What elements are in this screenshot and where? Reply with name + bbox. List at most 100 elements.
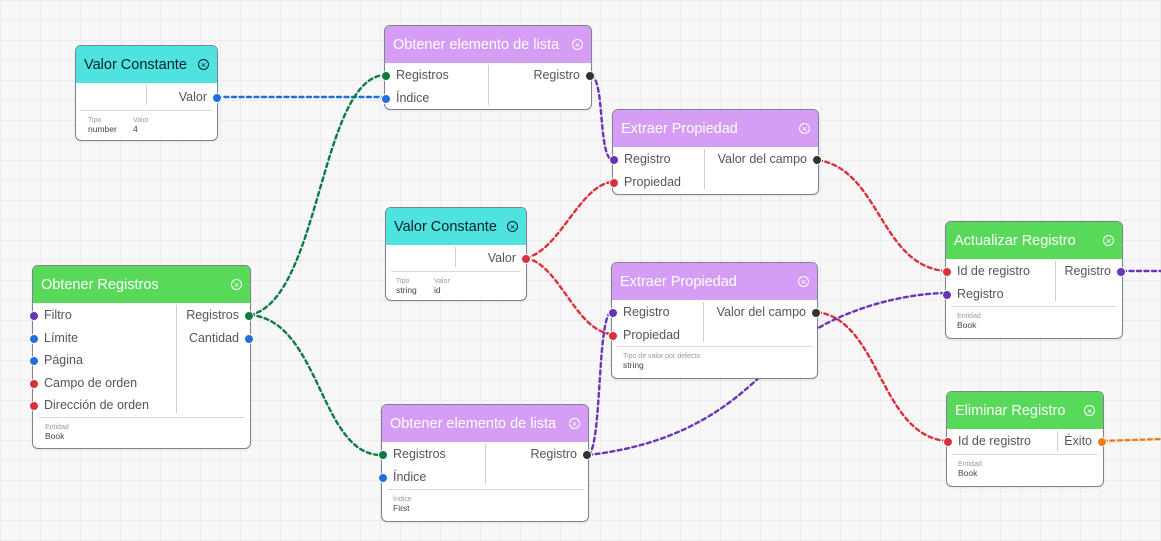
extract-property-node-2[interactable]: Extraer Propiedad × Registro Propiedad V… (608, 262, 821, 379)
meta-value: Book (957, 320, 977, 330)
port-label: Registro (623, 305, 670, 319)
port-label: Página (44, 353, 83, 367)
port-label: Campo de orden (44, 375, 138, 390)
input-port-registro[interactable]: Registro (942, 283, 1030, 306)
port-dot[interactable] (29, 356, 39, 366)
output-port-registro[interactable]: Registro (1051, 260, 1126, 283)
output-port-exito[interactable]: Éxito (1052, 430, 1107, 453)
get-records-node[interactable]: Obtener Registros × Filtro Límite Página… (29, 265, 254, 449)
input-port-limite[interactable]: Límite (29, 327, 149, 350)
node-title: Actualizar Registro (954, 232, 1076, 249)
output-port-registro[interactable]: Registro (500, 64, 595, 87)
port-dot[interactable] (29, 401, 39, 411)
port-dot[interactable] (29, 333, 39, 344)
port-dot[interactable] (29, 378, 39, 389)
output-port-valor[interactable]: Valor (141, 86, 222, 109)
wire-extract2-valor-to-delete-id[interactable] (815, 310, 948, 443)
close-icon[interactable]: × (572, 39, 583, 50)
close-icon[interactable]: × (507, 221, 518, 232)
get-list-item-node-2[interactable]: Obtener elemento de lista × Registros Ín… (378, 404, 592, 522)
port-dot[interactable] (608, 308, 618, 318)
wire-records-to-list2-registros[interactable] (248, 313, 383, 457)
meta-value: 4 (133, 124, 138, 134)
wire-const2-to-extract2-propiedad[interactable] (524, 256, 613, 336)
close-icon[interactable]: × (798, 276, 809, 287)
meta-value: id (434, 285, 441, 295)
delete-record-node[interactable]: Eliminar Registro × Id de registro Éxito… (943, 391, 1107, 487)
node-header[interactable]: Valor Constante × (386, 208, 526, 245)
port-dot[interactable] (244, 311, 254, 321)
input-port-registro[interactable]: Registro (609, 148, 681, 171)
wire-delete-exito-out[interactable] (1101, 437, 1161, 443)
input-port-campo-orden[interactable]: Campo de orden (29, 372, 149, 395)
port-label: Valor (178, 90, 207, 104)
output-port-valor-campo[interactable]: Valor del campo (706, 301, 821, 324)
node-header[interactable]: Eliminar Registro × (947, 392, 1103, 429)
port-dot[interactable] (378, 450, 388, 460)
port-dot[interactable] (942, 267, 952, 277)
input-port-registros[interactable]: Registros (381, 64, 449, 87)
output-port-registro[interactable]: Registro (497, 443, 592, 466)
input-port-direccion-orden[interactable]: Dirección de orden (29, 394, 149, 417)
input-port-filtro[interactable]: Filtro (29, 304, 149, 327)
const-value-node-number[interactable]: Valor Constante × Valor Tipo number Valo… (75, 45, 222, 141)
node-header[interactable]: Obtener Registros × (33, 266, 250, 303)
port-dot[interactable] (378, 472, 388, 483)
wire-const2-to-extract1-propiedad[interactable] (524, 180, 614, 260)
close-icon[interactable]: × (569, 418, 580, 429)
input-port-id-registro[interactable]: Id de registro (943, 430, 1031, 453)
port-dot[interactable] (212, 93, 222, 103)
port-dot[interactable] (585, 71, 595, 81)
port-dot[interactable] (812, 155, 822, 165)
input-port-pagina[interactable]: Página (29, 349, 149, 372)
input-port-indice[interactable]: Índice (378, 466, 446, 489)
node-header[interactable]: Obtener elemento de lista × (385, 26, 591, 63)
update-record-node[interactable]: Actualizar Registro × Id de registro Reg… (942, 221, 1126, 339)
meta-value: number (88, 124, 117, 134)
node-header[interactable]: Obtener elemento de lista × (382, 405, 588, 442)
wire-list1-registro-to-extract1-registro[interactable] (589, 73, 614, 162)
close-icon[interactable]: × (231, 279, 242, 290)
port-dot[interactable] (582, 450, 592, 460)
port-dot[interactable] (943, 437, 953, 447)
meta-key: Valor (133, 117, 149, 124)
port-dot[interactable] (609, 155, 619, 165)
input-port-indice[interactable]: Índice (381, 87, 449, 110)
output-port-cantidad[interactable]: Cantidad (169, 327, 254, 350)
port-dot[interactable] (942, 289, 952, 300)
wire-extract1-valor-to-update-id[interactable] (816, 158, 947, 273)
input-port-registro[interactable]: Registro (608, 301, 680, 324)
output-port-valor[interactable]: Valor (450, 247, 531, 270)
port-dot[interactable] (609, 177, 619, 188)
port-dot[interactable] (521, 254, 531, 264)
close-icon[interactable]: × (198, 59, 209, 70)
port-dot[interactable] (29, 311, 39, 321)
port-dot[interactable] (381, 93, 391, 104)
port-dot[interactable] (811, 308, 821, 318)
port-dot[interactable] (1116, 267, 1126, 277)
const-value-node-string[interactable]: Valor Constante × Valor Tipo string Valo… (385, 207, 531, 301)
close-icon[interactable]: × (1103, 235, 1114, 246)
node-header[interactable]: Extraer Propiedad × (613, 110, 818, 147)
node-header[interactable]: Actualizar Registro × (946, 222, 1122, 259)
port-dot[interactable] (381, 71, 391, 81)
output-port-registros[interactable]: Registros (169, 304, 254, 327)
node-header[interactable]: Valor Constante × (76, 46, 217, 83)
port-label: Id de registro (957, 264, 1030, 278)
input-port-propiedad[interactable]: Propiedad (608, 324, 680, 347)
port-label: Registro (1064, 264, 1111, 278)
output-port-valor-campo[interactable]: Valor del campo (707, 148, 822, 171)
input-port-registros[interactable]: Registros (378, 443, 446, 466)
input-port-propiedad[interactable]: Propiedad (609, 171, 681, 194)
node-header[interactable]: Extraer Propiedad × (612, 263, 817, 300)
port-dot[interactable] (244, 333, 254, 344)
port-dot[interactable] (608, 330, 618, 341)
wire-records-to-list1-registros[interactable] (248, 73, 386, 317)
close-icon[interactable]: × (1084, 405, 1095, 416)
node-title: Obtener Registros (41, 276, 159, 293)
port-dot[interactable] (1097, 437, 1107, 447)
extract-property-node-1[interactable]: Extraer Propiedad × Registro Propiedad V… (609, 109, 822, 195)
input-port-id-registro[interactable]: Id de registro (942, 260, 1030, 283)
close-icon[interactable]: × (799, 123, 810, 134)
get-list-item-node-1[interactable]: Obtener elemento de lista × Registros Ín… (381, 25, 595, 110)
